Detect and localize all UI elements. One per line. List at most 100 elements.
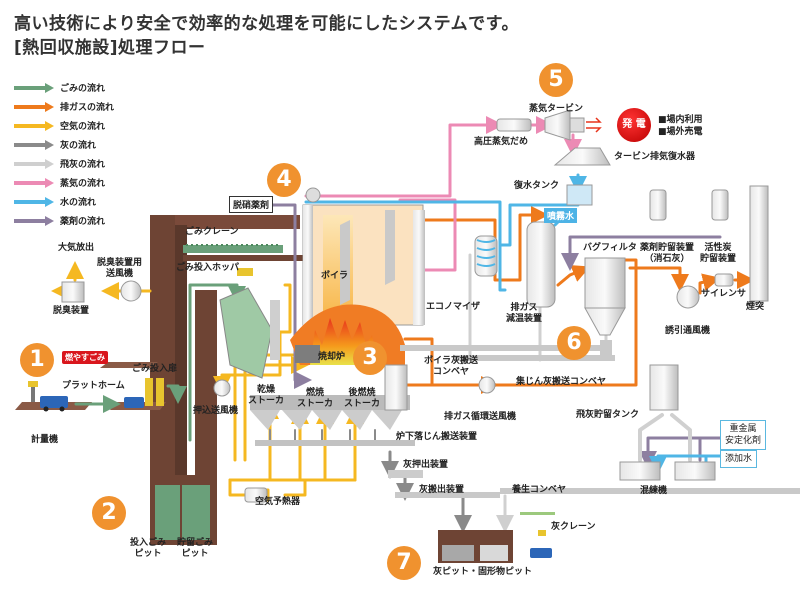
legend-item: 水の流れ	[14, 192, 114, 211]
heavy-metal-label-2: 安定化剤	[725, 436, 762, 446]
ash-pusher-label: 灰押出装置	[403, 460, 449, 470]
bag-filter-label: バグフィルタ	[583, 243, 637, 253]
additive-water-box: 添加水	[720, 450, 758, 468]
push-fan-label: 押込送風機	[193, 406, 239, 416]
legend-item: 空気の流れ	[14, 116, 114, 135]
page-title: 高い技術により安全で効率的な処理を可能にしたシステムです。	[14, 14, 519, 34]
waste-bunker-building	[150, 215, 303, 545]
legend-item: 薬剤の流れ	[14, 211, 114, 230]
hopper-label: ごみ投入ホッパ	[176, 263, 240, 273]
platform-label: プラットホーム	[62, 381, 125, 391]
condenser-label: タービン排気復水器	[614, 152, 696, 162]
pit-storage-label: 貯留ごみピット	[177, 538, 213, 560]
legend-arrow-icon	[14, 139, 54, 150]
turbine-label: 蒸気タービン	[529, 104, 584, 114]
carbon-storage-label-1: 活性炭	[704, 243, 732, 253]
pit-storage-label-2: ピット	[181, 549, 209, 559]
step-2-badge: 2	[92, 496, 126, 530]
step-4-badge: 4	[267, 163, 301, 197]
use-internal-label: ■場内利用	[658, 115, 703, 125]
weighing-label: 計量機	[31, 435, 59, 445]
legend-item: 蒸気の流れ	[14, 173, 114, 192]
legend-label: 灰の流れ	[60, 141, 97, 151]
step-1-badge: 1	[20, 343, 54, 377]
ash-crane-label: 灰クレーン	[551, 522, 596, 532]
economizer-label: エコノマイザ	[426, 302, 481, 312]
legend-label: 飛灰の流れ	[60, 160, 106, 170]
legend-item: 灰の流れ	[14, 135, 114, 154]
legend-label: ごみの流れ	[60, 84, 106, 94]
denox-agent-label: 脱硝薬剤	[229, 196, 274, 213]
heavy-metal-stabilizer-box: 重金属安定化剤	[720, 420, 767, 450]
gas-cooler-label: 排ガス減温装置	[506, 303, 542, 325]
boiler-label: ボイラ	[321, 271, 349, 281]
boiler-ash-label-1: ボイラ灰搬送	[424, 356, 479, 366]
boiler-ash-label-2: コンベヤ	[433, 367, 470, 377]
dry-stoker-label: 乾燥ストーカ	[248, 385, 284, 407]
legend: ごみの流れ排ガスの流れ空気の流れ灰の流れ飛灰の流れ蒸気の流れ水の流れ薬剤の流れ	[14, 78, 114, 230]
legend-arrow-icon	[14, 177, 54, 188]
air-preheater-label: 空気予熱器	[255, 497, 301, 507]
chimney-label: 煙突	[746, 302, 765, 312]
deodor-fan-label-1: 脱臭装置用	[97, 258, 143, 268]
legend-label: 蒸気の流れ	[60, 179, 106, 189]
ash-out-label: 灰搬出装置	[419, 485, 465, 495]
legend-label: 排ガスの流れ	[60, 103, 115, 113]
dry-stoker-label-1: 乾燥	[257, 385, 276, 395]
deodor-fan-label-2: 送風機	[106, 269, 134, 279]
burn-stoker-label-2: ストーカ	[297, 399, 334, 409]
legend-arrow-icon	[14, 215, 54, 226]
pit-in-label-1: 投入ごみ	[130, 538, 167, 548]
ash-pit-label: 灰ピット・固形物ピット	[433, 567, 533, 577]
silencer-label: サイレンサ	[701, 289, 747, 299]
legend-arrow-icon	[14, 120, 54, 131]
pit-storage-label-1: 貯留ごみ	[177, 538, 214, 548]
legend-arrow-icon	[14, 196, 54, 207]
gas-cooler-label-1: 排ガス	[510, 303, 538, 313]
carbon-storage-label: 活性炭貯留装置	[700, 243, 736, 265]
incinerator-label: 焼却炉	[318, 352, 346, 362]
step-3-badge: 3	[353, 341, 387, 375]
deodor-fan-label: 脱臭装置用送風機	[97, 258, 142, 280]
chem-storage-label: 薬剤貯留装置（消石灰）	[640, 243, 694, 265]
chem-storage-label-1: 薬剤貯留装置	[640, 243, 695, 253]
pit-in-label: 投入ごみピット	[130, 538, 166, 560]
recirc-fan-label: 排ガス循環送風機	[444, 412, 517, 422]
door-label: ごみ投入扉	[132, 364, 178, 374]
legend-label: 空気の流れ	[60, 122, 106, 132]
steam-header-label: 高圧蒸気だめ	[474, 137, 529, 147]
pit-in-label-2: ピット	[134, 549, 162, 559]
legend-item: 飛灰の流れ	[14, 154, 114, 173]
legend-label: 薬剤の流れ	[60, 217, 106, 227]
legend-item: 排ガスの流れ	[14, 97, 114, 116]
burn-stoker-label: 燃焼ストーカ	[297, 388, 333, 410]
boiler-ash-conveyor-label: ボイラ灰搬送コンベヤ	[424, 356, 478, 378]
fly-ash-tank-label: 飛灰貯留タンク	[576, 410, 640, 420]
curing-conveyor-label: 養生コンベヤ	[512, 485, 567, 495]
mixer-label: 混練機	[640, 486, 668, 496]
carbon-storage-label-2: 貯留装置	[700, 254, 737, 264]
boiler-incinerator	[219, 187, 425, 446]
dry-stoker-label-2: ストーカ	[248, 396, 285, 406]
deodorizer-label: 脱臭装置	[53, 306, 90, 316]
after-stoker-label: 後燃焼ストーカ	[344, 388, 380, 410]
spray-water-label: 噴霧水	[544, 208, 578, 223]
gas-cooler-label-2: 減温装置	[506, 314, 543, 324]
legend-arrow-icon	[14, 158, 54, 169]
step-7-badge: 7	[387, 546, 421, 580]
legend-arrow-icon	[14, 101, 54, 112]
step-6-badge: 6	[557, 326, 591, 360]
power-generation-badge: 発 電	[617, 108, 651, 142]
legend-item: ごみの流れ	[14, 78, 114, 97]
legend-arrow-icon	[14, 82, 54, 93]
furnace-conveyor-label: 炉下落じん搬送装置	[396, 432, 478, 442]
steam-equipment	[474, 109, 611, 308]
weighing-platform	[15, 362, 166, 412]
water-tank-label: 復水タンク	[514, 181, 560, 191]
dust-conveyor-label: 集じん灰搬送コンベヤ	[516, 377, 607, 387]
ash-pit	[438, 512, 555, 563]
legend-label: 水の流れ	[60, 198, 97, 208]
page-subtitle: [熱回収施設]処理フロー	[14, 38, 206, 58]
after-stoker-label-2: ストーカ	[344, 399, 381, 409]
